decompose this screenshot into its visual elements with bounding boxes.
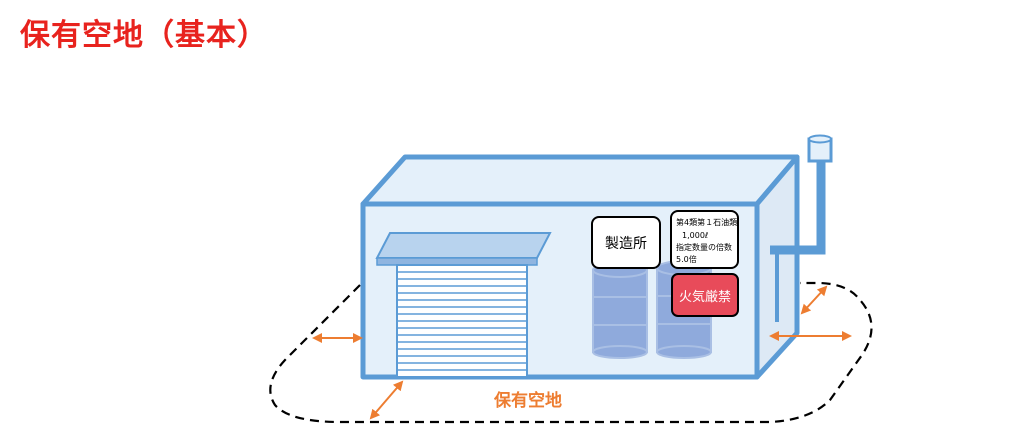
hazard-multiplier-value: 5.0倍: [676, 254, 697, 264]
hazard-class-text: 第4類第１石油類: [676, 217, 737, 227]
drum-icon: [592, 260, 712, 359]
double-arrow-icon: [369, 380, 404, 420]
no-fire-sign: [671, 273, 739, 317]
no-fire-sign-label: 火気厳禁: [679, 289, 731, 305]
clearance-boundary: [269, 281, 873, 424]
building-roof: [360, 154, 800, 207]
hazard-multiplier-label: 指定数量の倍数: [676, 242, 732, 252]
factory-sign: [591, 216, 661, 269]
chimney-icon: [770, 134, 833, 322]
double-arrow-icon: [800, 285, 828, 315]
factory-sign-label: 製造所: [605, 236, 647, 252]
hazard-info-sign: [670, 210, 739, 269]
clearance-label: 保有空地: [493, 390, 562, 411]
hazard-quantity-text: 1,000ℓ: [682, 231, 708, 240]
page-title: 保有空地（基本）: [20, 18, 268, 53]
shutter-icon: [375, 232, 552, 378]
